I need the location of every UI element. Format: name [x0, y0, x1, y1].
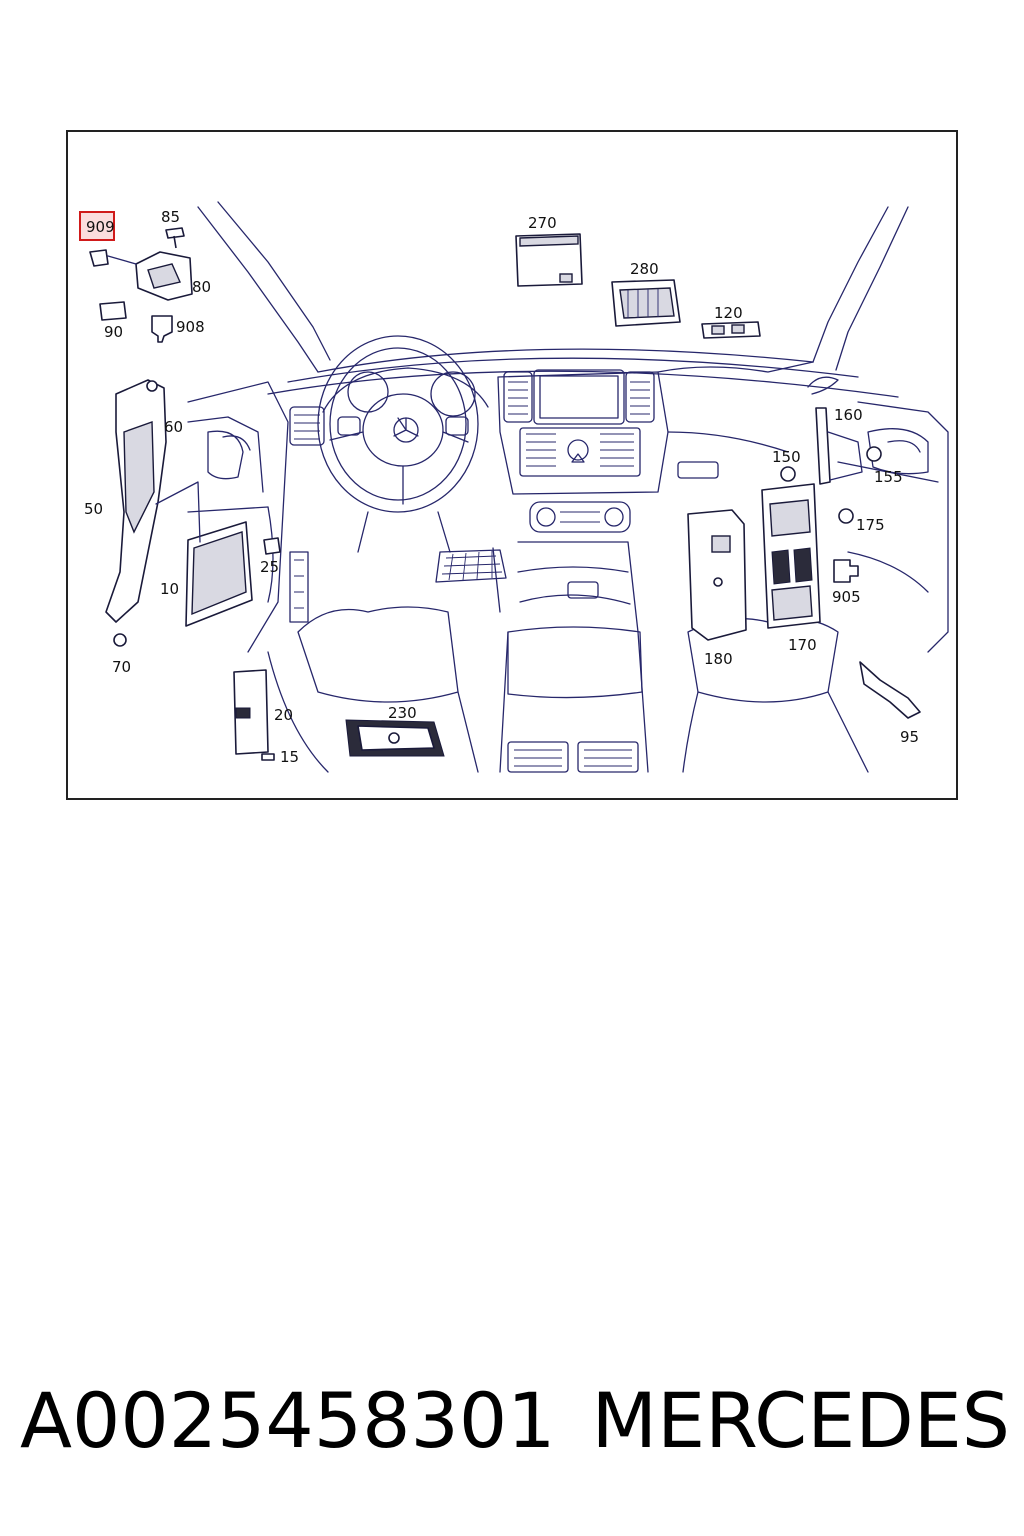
part-info-footer: A0025458301 MERCEDES [20, 1370, 1010, 1470]
highlight-box [79, 211, 115, 241]
part-20-module[interactable] [233, 669, 269, 755]
part-180-module[interactable] [687, 509, 747, 641]
part-15-screw[interactable] [261, 753, 275, 761]
part-95-switch[interactable] [859, 661, 921, 719]
callout-20: 20 [274, 706, 293, 724]
callout-909: 909 [86, 218, 115, 236]
part-10-module[interactable] [155, 481, 253, 627]
part-120-connector[interactable] [701, 321, 761, 339]
callout-908: 908 [176, 318, 205, 336]
callout-25: 25 [260, 558, 279, 576]
callout-10: 10 [160, 580, 179, 598]
parts-diagram-frame: 909 85 80 90 908 270 280 120 160 150 155… [66, 130, 958, 800]
callout-180: 180 [704, 650, 733, 668]
part-85-screw[interactable] [165, 227, 185, 249]
callout-85: 85 [161, 208, 180, 226]
part-80-bracket[interactable] [107, 251, 193, 301]
part-50-bracket[interactable] [105, 379, 167, 623]
callout-280: 280 [630, 260, 659, 278]
part-908-connector[interactable] [151, 315, 173, 343]
callout-160: 160 [834, 406, 863, 424]
parts-diagram: 909 85 80 90 908 270 280 120 160 150 155… [79, 201, 949, 773]
callout-155: 155 [874, 468, 903, 486]
part-270-module[interactable] [515, 233, 583, 287]
callout-120: 120 [714, 304, 743, 322]
part-909[interactable] [89, 249, 109, 267]
callout-170: 170 [788, 636, 817, 654]
part-905-connector[interactable] [833, 559, 859, 583]
part-70-bolt[interactable] [113, 633, 127, 647]
part-230-amplifier[interactable] [345, 719, 445, 757]
part-25-nut[interactable] [263, 537, 281, 555]
callout-50: 50 [84, 500, 103, 518]
part-90-clip[interactable] [99, 301, 127, 321]
callout-230: 230 [388, 704, 417, 722]
callout-70: 70 [112, 658, 131, 676]
callout-175: 175 [856, 516, 885, 534]
callout-150: 150 [772, 448, 801, 466]
callout-270: 270 [528, 214, 557, 232]
callout-905: 905 [832, 588, 861, 606]
car-interior-drawing [187, 201, 949, 773]
callout-15: 15 [280, 748, 299, 766]
callout-80: 80 [192, 278, 211, 296]
part-150-bolt[interactable] [780, 466, 796, 482]
part-170-module[interactable] [761, 483, 821, 629]
part-175-bolt[interactable] [838, 508, 854, 524]
callout-60: 60 [164, 418, 183, 436]
part-160-bracket[interactable] [815, 407, 863, 485]
part-280-fusebox[interactable] [611, 279, 681, 327]
part-number: A0025458301 [20, 1375, 556, 1465]
brand-name: MERCEDES [591, 1375, 1010, 1465]
callout-95: 95 [900, 728, 919, 746]
callout-90: 90 [104, 323, 123, 341]
part-155-nut[interactable] [866, 446, 882, 462]
